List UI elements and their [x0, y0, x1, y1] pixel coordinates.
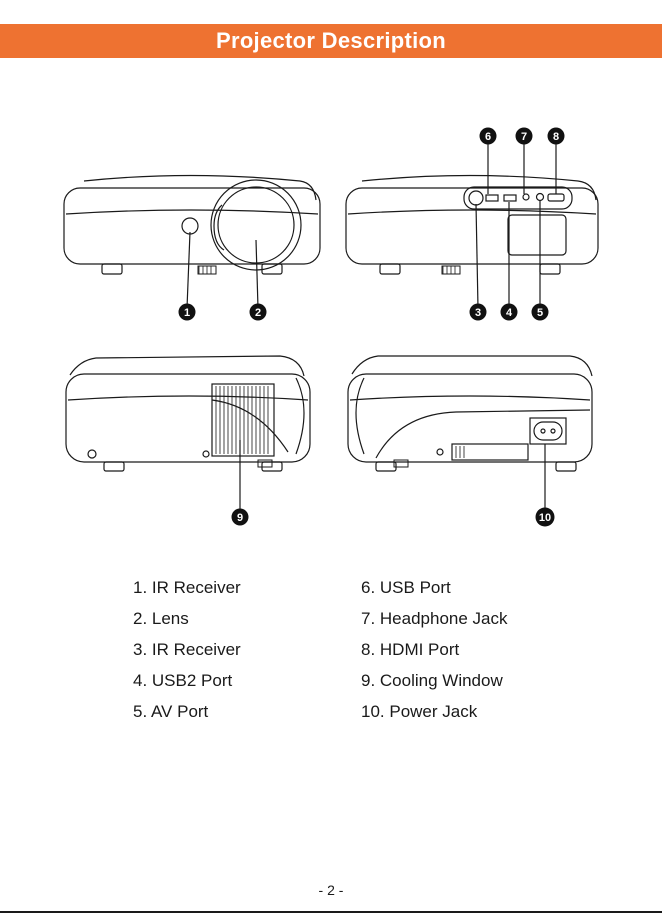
- right-side-view: [348, 356, 592, 471]
- legend-item: 2. Lens: [133, 603, 241, 634]
- callout-1: 1: [179, 304, 196, 321]
- page-number: - 2 -: [0, 882, 662, 898]
- callout-1-label: 1: [184, 307, 190, 319]
- callout-9: 9: [232, 509, 249, 526]
- legend-left-column: 1. IR Receiver 2. Lens 3. IR Receiver 4.…: [133, 572, 241, 727]
- callout-9-label: 9: [237, 512, 243, 524]
- ir-receiver-front: [182, 218, 198, 234]
- av-port: [537, 194, 544, 201]
- headphone-jack: [523, 194, 529, 200]
- usb-port: [486, 195, 498, 201]
- callout-4: 4: [501, 304, 518, 321]
- rear-view: [346, 176, 598, 275]
- cooling-window: [212, 384, 274, 456]
- legend-item: 8. HDMI Port: [361, 634, 508, 665]
- callout-8-label: 8: [553, 131, 559, 143]
- leader-lines: [187, 143, 556, 513]
- legend-item: 7. Headphone Jack: [361, 603, 508, 634]
- callout-7: 7: [516, 128, 533, 145]
- left-side-view: [66, 356, 310, 471]
- legend-item: 3. IR Receiver: [133, 634, 241, 665]
- callout-4-label: 4: [506, 307, 513, 319]
- callout-3: 3: [470, 304, 487, 321]
- front-view: [64, 176, 320, 275]
- legend-item: 10. Power Jack: [361, 696, 508, 727]
- callout-7-label: 7: [521, 131, 527, 143]
- usb2-port: [504, 195, 516, 201]
- ir-receiver-rear: [469, 191, 483, 205]
- hdmi-port: [548, 194, 564, 201]
- callout-5-label: 5: [537, 307, 543, 319]
- legend-item: 4. USB2 Port: [133, 665, 241, 696]
- legend-item: 1. IR Receiver: [133, 572, 241, 603]
- callout-2-label: 2: [255, 307, 261, 319]
- legend-item: 9. Cooling Window: [361, 665, 508, 696]
- callout-3-label: 3: [475, 307, 481, 319]
- legend-right-column: 6. USB Port 7. Headphone Jack 8. HDMI Po…: [361, 572, 508, 727]
- callout-10-label: 10: [539, 512, 551, 524]
- bottom-rule: [0, 911, 662, 913]
- callout-6: 6: [480, 128, 497, 145]
- callout-2: 2: [250, 304, 267, 321]
- legend-item: 6. USB Port: [361, 572, 508, 603]
- callout-8: 8: [548, 128, 565, 145]
- callout-6-label: 6: [485, 131, 491, 143]
- callout-5: 5: [532, 304, 549, 321]
- legend-item: 5. AV Port: [133, 696, 241, 727]
- callout-10: 10: [536, 508, 555, 527]
